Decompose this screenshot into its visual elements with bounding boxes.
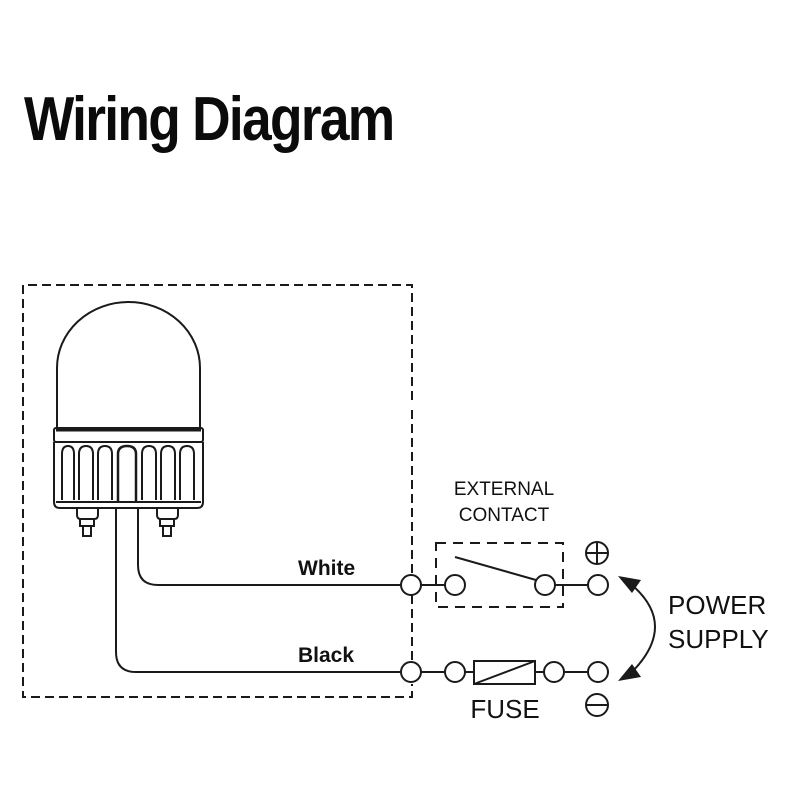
white-wire	[137, 508, 401, 586]
white-wire-label: White	[298, 557, 355, 580]
lamp-dome	[56, 301, 201, 428]
lamp-base-ring	[53, 427, 204, 443]
enclosure-dashed-box	[22, 284, 413, 698]
lamp-terminal-left	[76, 508, 99, 537]
power-supply-arrow	[631, 584, 656, 673]
power-supply-label-2: SUPPLY	[668, 624, 769, 654]
fuse-terminal-a	[444, 661, 466, 683]
power-terminal-positive	[587, 574, 609, 596]
black-wire	[115, 508, 401, 673]
contact-switch-lever	[454, 556, 537, 581]
terminal-white-enclosure	[400, 574, 422, 596]
fuse-label: FUSE	[470, 694, 539, 724]
arrowhead-top	[618, 576, 641, 593]
arrowhead-bottom	[618, 664, 641, 681]
lamp-terminal-right	[156, 508, 179, 537]
terminal-black-enclosure	[400, 661, 422, 683]
fuse-terminal-b	[543, 661, 565, 683]
minus-icon	[585, 693, 609, 717]
arrowheads	[618, 576, 641, 681]
power-supply-label-1: POWER	[668, 590, 766, 620]
plus-icon	[585, 541, 609, 565]
external-contact-dashed-box	[435, 542, 564, 608]
external-contact-label-2: CONTACT	[459, 505, 550, 526]
page-title: Wiring Diagram	[24, 85, 395, 154]
contact-terminal-b	[534, 574, 556, 596]
contact-terminal-a	[444, 574, 466, 596]
black-wire-label: Black	[298, 644, 354, 667]
external-contact-label-1: EXTERNAL	[454, 479, 554, 500]
signal-lamp	[53, 301, 204, 537]
lamp-ribs	[61, 444, 195, 502]
lamp-base-body	[53, 442, 204, 509]
power-terminal-negative	[587, 661, 609, 683]
